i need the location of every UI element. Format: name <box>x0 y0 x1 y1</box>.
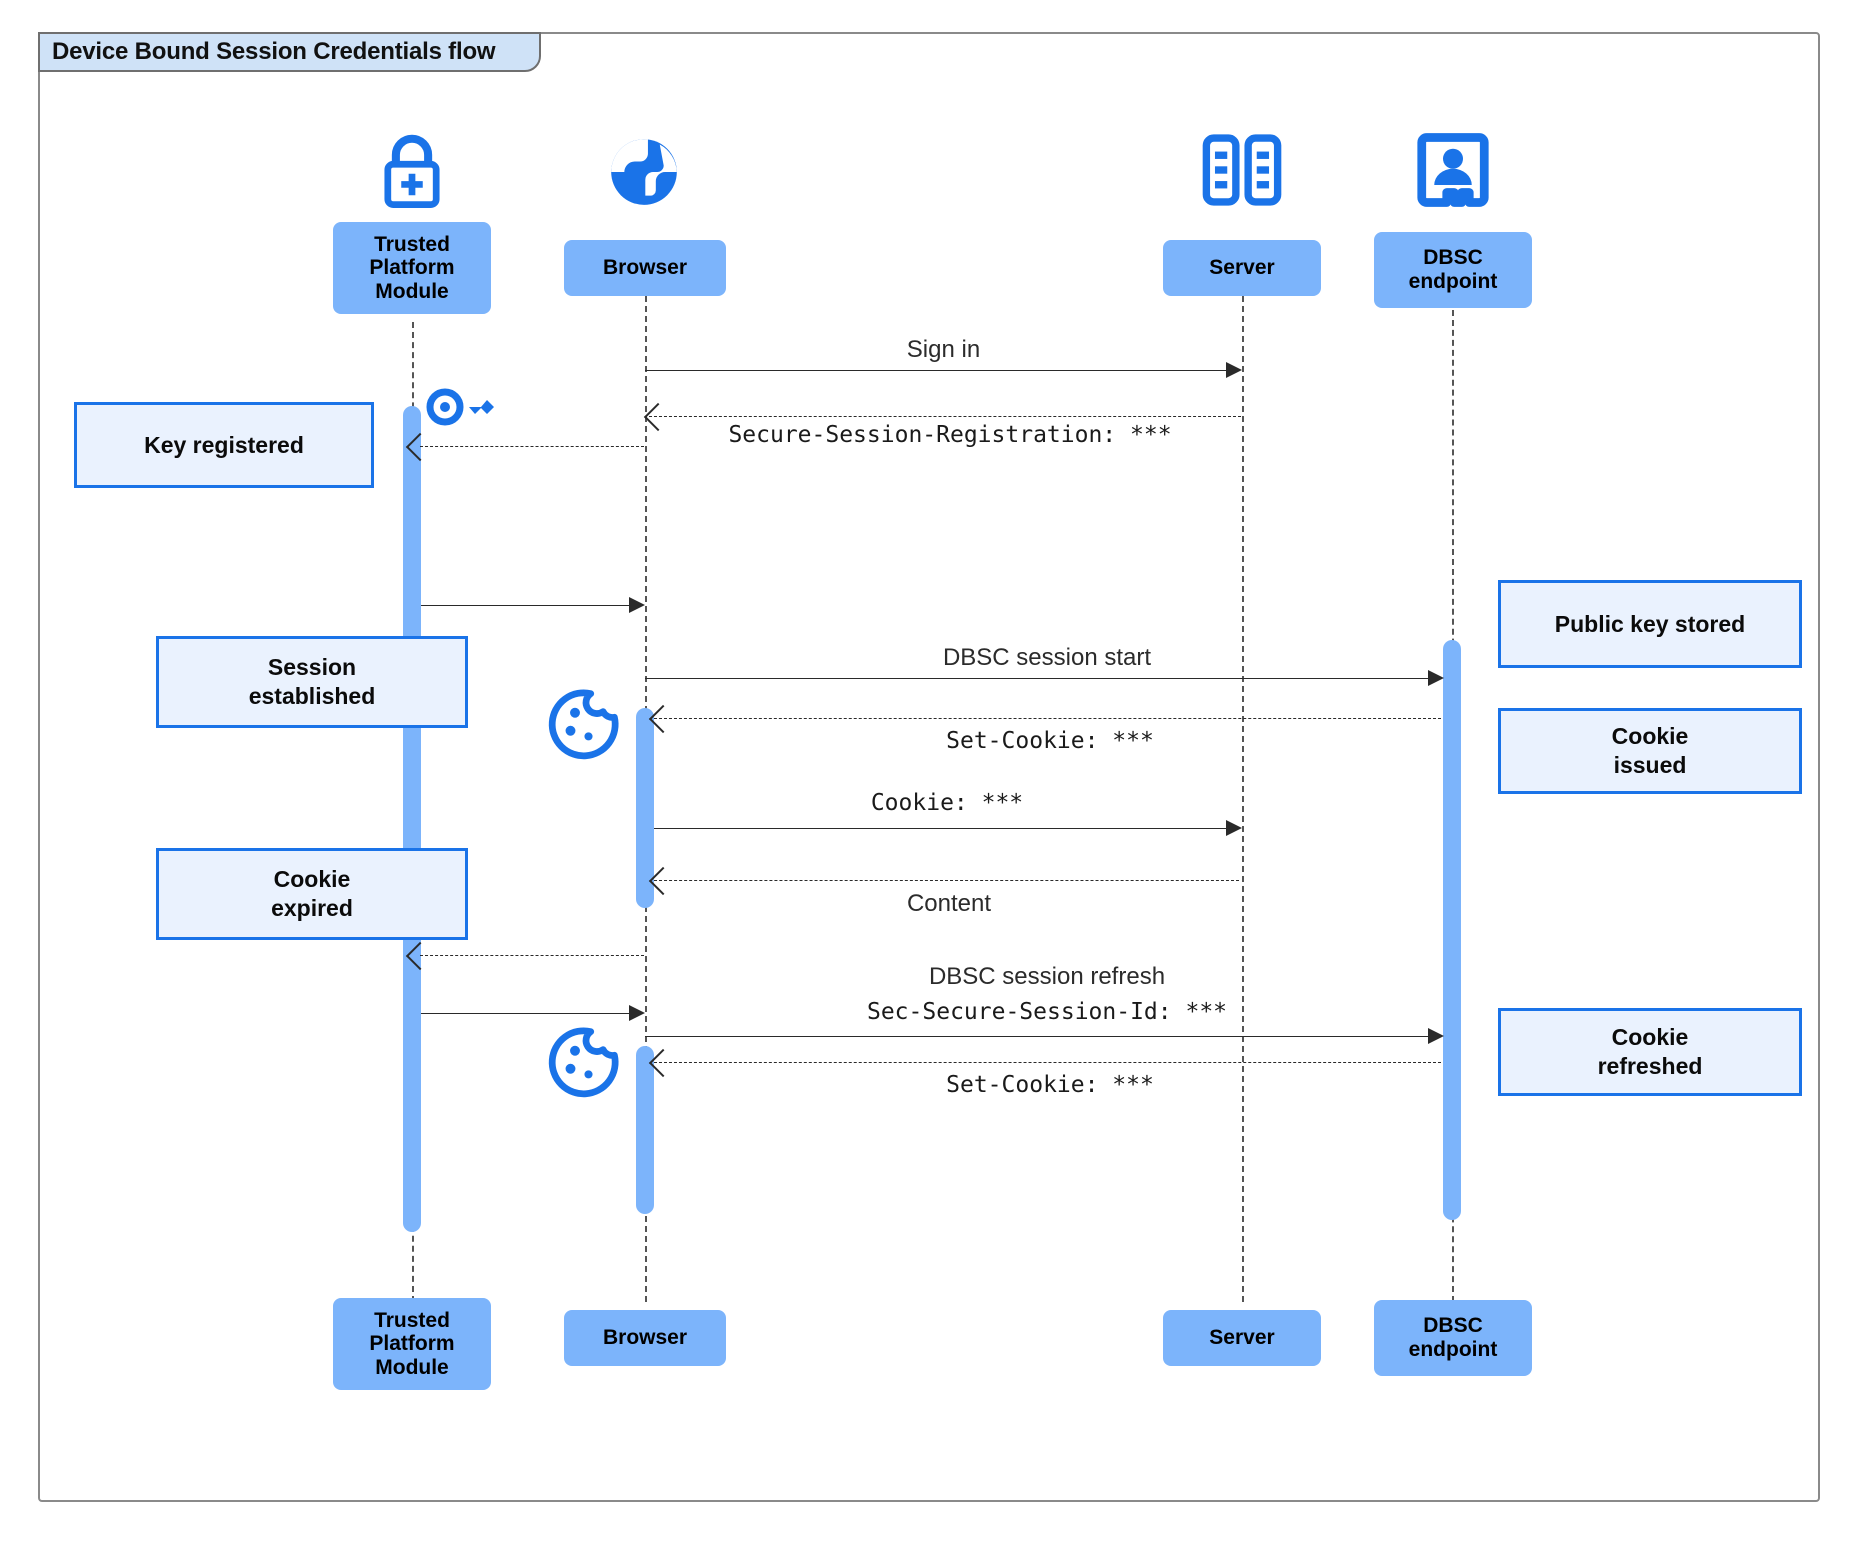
arrowhead-right <box>1428 1028 1444 1044</box>
message-line-cookie <box>654 828 1239 829</box>
message-label-dbsc-session-start: DBSC session start <box>942 644 1152 671</box>
message-label-content: Content <box>906 890 992 917</box>
arrowhead-right <box>1226 820 1242 836</box>
message-line-dbsc-session-refresh <box>645 1036 1441 1037</box>
message-label-set-cookie-2: Set-Cookie: *** <box>946 1072 1154 1098</box>
message-line-tpm-to-browser-refresh <box>421 1013 641 1014</box>
note-text: Public key stored <box>1554 610 1746 637</box>
participant-label: Server <box>1209 1326 1275 1350</box>
diagram-title: Device Bound Session Credentials flow <box>38 32 542 72</box>
message-label-secure-session-registration: Secure-Session-Registration: *** <box>728 422 1172 448</box>
message-label-sign-in: Sign in <box>906 336 981 363</box>
id-badge-icon <box>1415 130 1491 210</box>
message-line-secure-session-registration <box>649 416 1241 417</box>
globe-icon <box>602 130 686 214</box>
arrowhead-right <box>1226 362 1242 378</box>
message-label-dbsc-session-refresh: DBSC session refresh <box>928 963 1166 990</box>
message-line-sign-in <box>645 370 1239 371</box>
message-line-browser-to-tpm <box>420 955 644 956</box>
message-line-set-cookie-2 <box>654 1062 1441 1063</box>
message-line-tpm-key-register <box>420 446 644 447</box>
arrowhead-right <box>1428 670 1444 686</box>
cookie-icon <box>548 688 620 760</box>
arrowhead-right <box>629 1005 645 1021</box>
activation-bar-browser-1 <box>636 708 654 908</box>
message-line-content <box>654 880 1239 881</box>
message-label-cookie: Cookie: *** <box>870 790 1024 816</box>
note-public-key-stored: Public key stored <box>1498 580 1802 668</box>
server-rack-icon <box>1199 130 1285 210</box>
activation-bar-browser-2 <box>636 1046 654 1214</box>
participant-browser-top[interactable]: Browser <box>564 240 726 296</box>
activation-bar-tpm <box>403 406 421 1232</box>
participant-server-bottom[interactable]: Server <box>1163 1310 1321 1366</box>
message-line-tpm-to-browser <box>421 605 641 606</box>
participant-label: Browser <box>602 256 688 280</box>
message-line-dbsc-session-start <box>645 678 1441 679</box>
note-text: Key registered <box>144 431 304 458</box>
lifeline-server <box>1242 276 1244 1302</box>
cookie-icon <box>548 1026 620 1098</box>
arrowhead-right <box>629 597 645 613</box>
note-key-registered: Key registered <box>74 402 374 488</box>
message-line-set-cookie-1 <box>654 718 1441 719</box>
participant-browser-bottom[interactable]: Browser <box>564 1310 726 1366</box>
message-label-sec-secure-session-id: Sec-Secure-Session-Id: *** <box>866 999 1228 1025</box>
message-label-set-cookie-1: Set-Cookie: *** <box>946 728 1154 754</box>
participant-label: Server <box>1209 256 1275 280</box>
participant-label: Browser <box>602 1326 688 1350</box>
activation-bar-dbsc <box>1443 640 1461 1220</box>
key-icon <box>425 382 501 432</box>
padlock-plus-icon <box>369 128 455 214</box>
participant-server-top[interactable]: Server <box>1163 240 1321 296</box>
